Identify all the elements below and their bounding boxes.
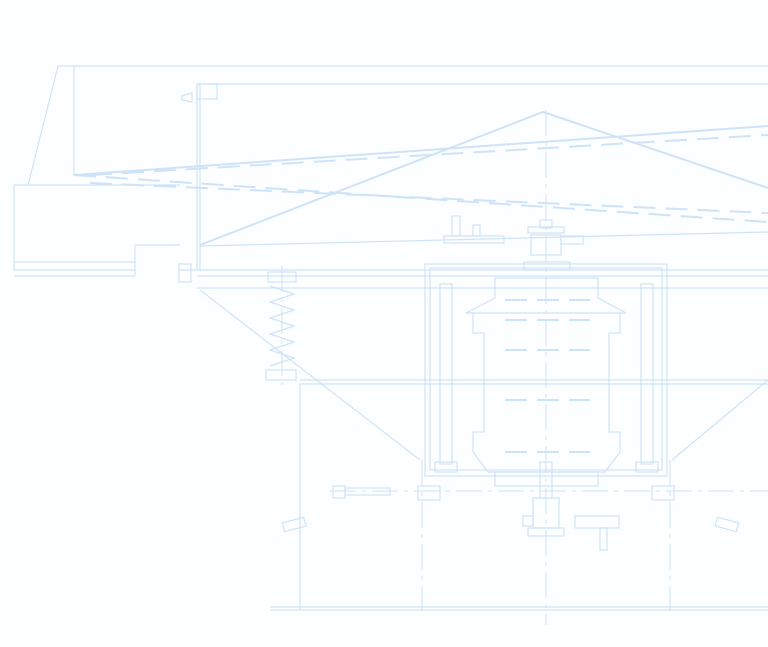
side-bolts (281, 485, 768, 533)
spring (265, 266, 297, 385)
shaft-assembly (443, 110, 620, 625)
platform (178, 263, 768, 611)
roof-truss (73, 110, 768, 247)
roof-frame (13, 65, 768, 277)
